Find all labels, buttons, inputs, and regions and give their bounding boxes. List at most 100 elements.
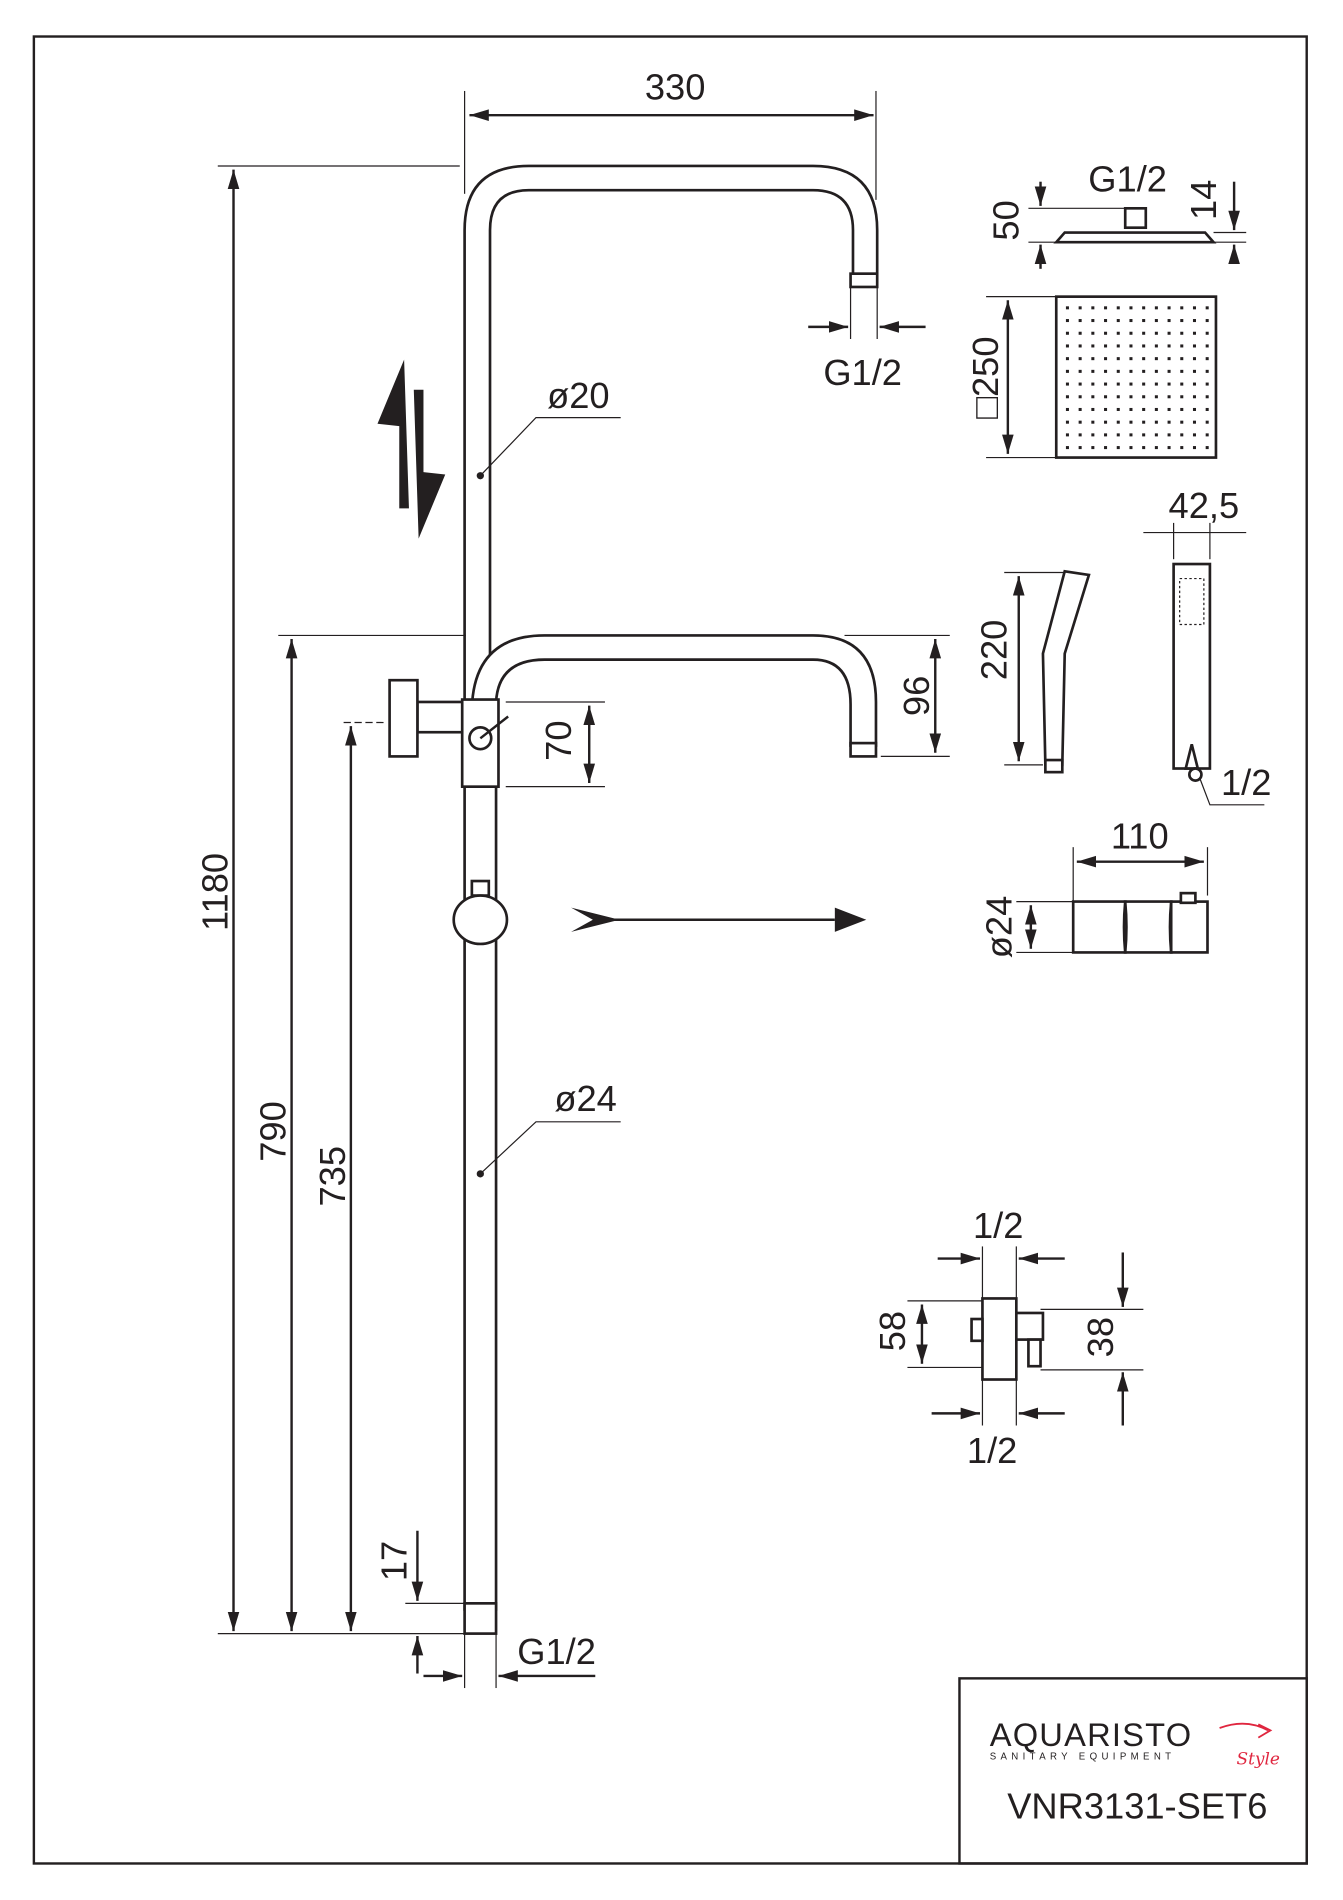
dim-slider-24: ø24 [978, 896, 1019, 959]
nozzle-dot [1142, 344, 1146, 348]
nozzle-dot [1104, 331, 1108, 335]
nozzle-dot [1104, 344, 1108, 348]
nozzle-dot [1116, 407, 1120, 411]
thermostat-knob [388, 678, 419, 758]
dim-outlet-38: 38 [1080, 1317, 1121, 1357]
nozzle-dot [1104, 369, 1108, 373]
nozzle-dot [1205, 306, 1209, 310]
nozzle-dot [1065, 331, 1069, 335]
nozzle-dot [1167, 331, 1171, 335]
nozzle-dot [1104, 382, 1108, 386]
nozzle-dot [1091, 446, 1095, 450]
nozzle-dot [1104, 395, 1108, 399]
nozzle-dot [1091, 433, 1095, 437]
nozzle-dot [1180, 407, 1184, 411]
nozzle-dot [1167, 433, 1171, 437]
nozzle-dot [1154, 395, 1158, 399]
nozzle-dot [1078, 369, 1082, 373]
diverter-body [460, 698, 500, 788]
model-number: VNR3131-SET6 [1007, 1786, 1267, 1827]
nozzle-dot [1205, 407, 1209, 411]
nozzle-dot [1078, 344, 1082, 348]
dim-head-250: □250 [965, 336, 1006, 418]
hand-shower-front: 1/2 42,5 [1143, 485, 1271, 806]
nozzle-dot [1142, 420, 1146, 424]
nozzle-dot [1065, 319, 1069, 323]
nozzle-dot [1167, 420, 1171, 424]
nozzle-dot [1065, 395, 1069, 399]
nozzle-dot [1192, 369, 1196, 373]
nozzle-dot [1104, 420, 1108, 424]
nozzle-dot [1065, 433, 1069, 437]
nozzle-dot [1104, 319, 1108, 323]
nozzle-dot [1154, 319, 1158, 323]
nozzle-dot [1065, 344, 1069, 348]
nozzle-dot [1192, 344, 1196, 348]
nozzle-dot [1129, 319, 1133, 323]
brand-logo: AQUARISTO SANITARY EQUIPMENT Style [990, 1716, 1280, 1768]
nozzle-dot [1091, 395, 1095, 399]
dim-hand-42-5: 42,5 [1169, 485, 1240, 526]
wall-outlet: 1/2 1/2 58 38 [872, 1205, 1144, 1471]
nozzle-dot [1078, 331, 1082, 335]
nozzle-dot [1192, 382, 1196, 386]
dim-outlet-bottom-thread: 1/2 [967, 1430, 1017, 1471]
nozzle-dot [1154, 420, 1158, 424]
nozzle-dot [1154, 344, 1158, 348]
nozzle-dot [1180, 382, 1184, 386]
nozzle-dot [1078, 319, 1082, 323]
dim-330: 330 [645, 66, 706, 107]
nozzle-dot [1192, 433, 1196, 437]
nozzle-dot [1142, 382, 1146, 386]
top-outlet [849, 272, 879, 289]
nozzle-dot [1192, 319, 1196, 323]
nozzle-dot [1142, 306, 1146, 310]
nozzle-dot [1205, 357, 1209, 361]
head-side-view: 50 14 G1/2 [986, 158, 1247, 269]
nozzle-dot [1142, 433, 1146, 437]
height-adjust-arrows-icon [377, 359, 446, 539]
nozzle-dot [1205, 382, 1209, 386]
nozzle-dot [1129, 369, 1133, 373]
nozzle-dot [1065, 382, 1069, 386]
nozzle-dot [1167, 382, 1171, 386]
nozzle-dot [1078, 357, 1082, 361]
nozzle-dot [1129, 331, 1133, 335]
nozzle-dot [1065, 446, 1069, 450]
nozzle-dot [1154, 306, 1158, 310]
nozzle-dot [1129, 420, 1133, 424]
nozzle-dot [1078, 407, 1082, 411]
nozzle-dot [1142, 319, 1146, 323]
nozzle-dot [1180, 433, 1184, 437]
nozzle-dot [1104, 433, 1108, 437]
nozzle-dot [1104, 407, 1108, 411]
nozzle-dot [1078, 420, 1082, 424]
nozzle-dot [1116, 331, 1120, 335]
svg-text:AQUARISTO: AQUARISTO [990, 1716, 1193, 1753]
nozzle-dot [1091, 357, 1095, 361]
nozzle-dot [1180, 395, 1184, 399]
nozzle-dot [1205, 344, 1209, 348]
nozzle-dot [1205, 319, 1209, 323]
nozzle-dot [1129, 357, 1133, 361]
nozzle-dot [1167, 319, 1171, 323]
nozzle-dot [1192, 446, 1196, 450]
nozzle-dot [1065, 369, 1069, 373]
nozzle-dot [1167, 407, 1171, 411]
nozzle-dot [1154, 369, 1158, 373]
nozzle-dot [1205, 446, 1209, 450]
nozzle-dot [1154, 331, 1158, 335]
nozzle-dot [1091, 319, 1095, 323]
nozzle-dot [1065, 306, 1069, 310]
nozzle-dot [1205, 395, 1209, 399]
nozzle-dot [1142, 407, 1146, 411]
nozzle-dot [1078, 433, 1082, 437]
nozzle-dot [1192, 420, 1196, 424]
dim-lower-diameter: ø24 [554, 1078, 617, 1119]
nozzle-dot [1154, 433, 1158, 437]
dim-hand-thread: 1/2 [1221, 762, 1271, 803]
nozzle-dot [1104, 357, 1108, 361]
nozzle-dot [1180, 357, 1184, 361]
dim-upper-diameter: ø20 [547, 375, 610, 416]
nozzle-dot [1142, 446, 1146, 450]
